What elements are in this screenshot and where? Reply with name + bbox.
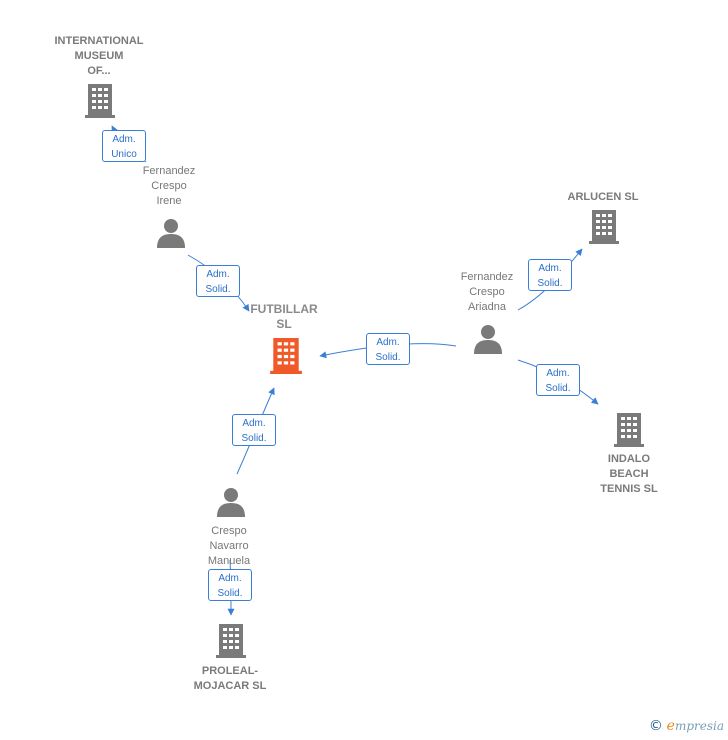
brand-footer[interactable]: © empresia xyxy=(649,718,724,734)
node-label-indalo[interactable]: INDALO BEACH TENNIS SL xyxy=(600,453,658,495)
building-icon-proleal xyxy=(216,624,246,658)
role-box-ariadna-indalo: Adm. Solid. xyxy=(536,364,580,396)
node-label-arlucen[interactable]: ARLUCEN SL xyxy=(567,191,639,203)
node-label-manuela[interactable]: Crespo Navarro Manuela xyxy=(207,525,251,567)
node-label-futbillar[interactable]: FUTBILLAR SL xyxy=(250,302,318,331)
building-icon-indalo xyxy=(614,413,644,447)
brand-initial: e xyxy=(666,718,675,734)
role-box-manuela-futbillar: Adm. Solid. xyxy=(232,414,276,446)
role-box-ariadna-arlucen: Adm. Solid. xyxy=(528,259,572,291)
brand-name: mpresia xyxy=(674,719,724,733)
node-label-ariadna[interactable]: Fernandez Crespo Ariadna xyxy=(460,271,514,313)
node-label-proleal[interactable]: PROLEAL- MOJACAR SL xyxy=(193,665,267,692)
node-label-irene[interactable]: Fernandez Crespo Irene xyxy=(142,165,196,207)
building-icon-international xyxy=(85,84,115,118)
person-icon-manuela xyxy=(217,488,245,517)
person-icon-irene xyxy=(157,219,185,248)
building-icon-arlucen xyxy=(589,210,619,244)
role-box-ariadna-futbillar: Adm. Solid. xyxy=(366,333,410,365)
role-box-manuela-proleal: Adm. Solid. xyxy=(208,569,252,601)
node-label-international[interactable]: INTERNATIONAL MUSEUM OF... xyxy=(54,35,144,77)
role-box-irene-futbillar: Adm. Solid. xyxy=(196,265,240,297)
building-icon-futbillar xyxy=(270,338,302,374)
copyright-icon: © xyxy=(648,718,663,734)
role-box-irene-international: Adm. Unico xyxy=(102,130,146,162)
person-icon-ariadna xyxy=(474,325,502,354)
